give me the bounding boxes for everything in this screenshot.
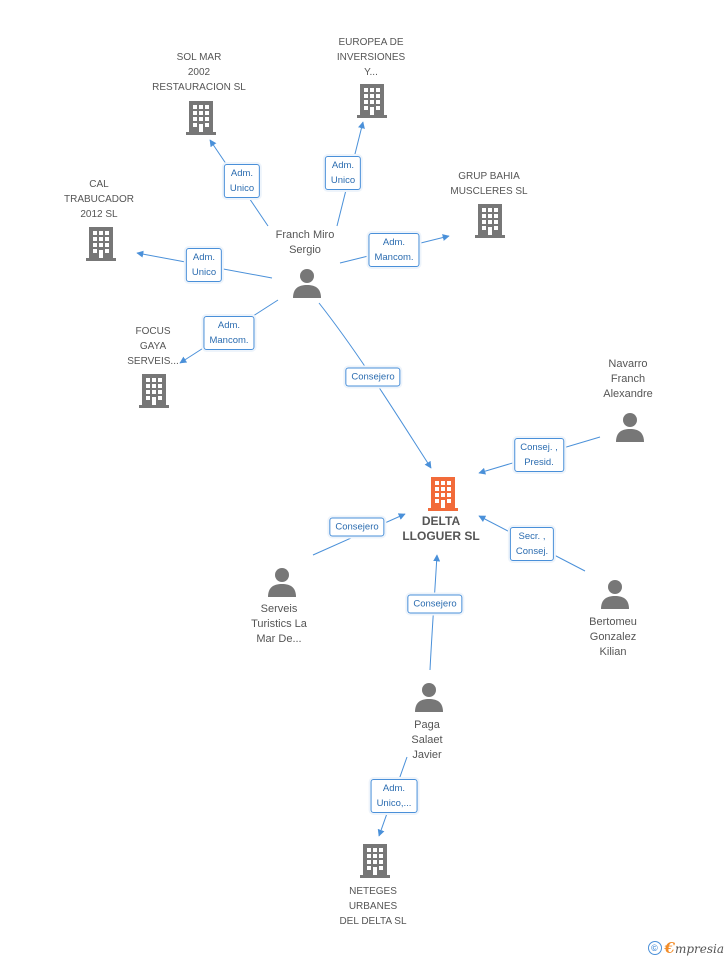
building-icon-delta[interactable] [428, 477, 458, 511]
node-label-neteges[interactable]: NETEGES URBANES DEL DELTA SL [339, 886, 407, 927]
person-icon-franch_miro[interactable] [293, 269, 321, 298]
person-icon-bertomeu[interactable] [601, 580, 629, 609]
edge-label-franch_miro-to-focus_gaya[interactable]: Adm. Mancom. [203, 316, 255, 350]
building-icon-cal_trabucador[interactable] [86, 227, 116, 261]
edge-label-franch_miro-to-grup_bahia[interactable]: Adm. Mancom. [368, 233, 420, 267]
building-icon-europea[interactable] [357, 84, 387, 118]
person-icon-paga_salaet[interactable] [415, 683, 443, 712]
edge-label-franch_miro-to-europea[interactable]: Adm. Unico [324, 156, 362, 190]
edge-label-paga_salaet-to-delta[interactable]: Consejero [407, 594, 463, 614]
edge-label-franch_miro-to-cal_trabucador[interactable]: Adm. Unico [185, 248, 223, 282]
edge-label-serveis_turistics-to-delta[interactable]: Consejero [329, 517, 385, 537]
edge-label-bertomeu-to-delta[interactable]: Secr. , Consej. [509, 527, 555, 561]
copyright-icon: © [647, 941, 662, 955]
person-icon-navarro[interactable] [616, 413, 644, 442]
node-label-franch_miro[interactable]: Franch Miro Sergio [275, 229, 335, 256]
edge-franch_miro-to-delta [318, 302, 432, 469]
building-icon-neteges[interactable] [360, 844, 390, 878]
edge-label-franch_miro-to-delta[interactable]: Consejero [345, 367, 401, 387]
edge-label-franch_miro-to-sol_mar[interactable]: Adm. Unico [223, 164, 261, 198]
node-label-delta[interactable]: DELTA LLOGUER SL [402, 514, 480, 543]
node-label-bertomeu[interactable]: Bertomeu Gonzalez Kilian [589, 616, 637, 658]
person-icon-serveis_turistics[interactable] [268, 568, 296, 597]
node-label-cal_trabucador[interactable]: CAL TRABUCADOR 2012 SL [63, 179, 135, 220]
node-label-europea[interactable]: EUROPEA DE INVERSIONES Y... [336, 37, 406, 78]
building-icon-grup_bahia[interactable] [475, 204, 505, 238]
node-label-navarro[interactable]: Navarro Franch Alexandre [603, 358, 653, 400]
brand-logo: €mpresia [664, 939, 725, 957]
edge-label-navarro-to-delta[interactable]: Consej. , Presid. [514, 438, 564, 472]
node-label-focus_gaya[interactable]: FOCUS GAYA SERVEIS... [127, 326, 179, 367]
node-label-grup_bahia[interactable]: GRUP BAHIA MUSCLERES SL [450, 171, 528, 197]
edge-label-paga_salaet-to-neteges[interactable]: Adm. Unico,... [370, 779, 418, 813]
node-label-paga_salaet[interactable]: Paga Salaet Javier [411, 719, 443, 761]
footer-brand: © €mpresia [647, 939, 725, 957]
node-label-sol_mar[interactable]: SOL MAR 2002 RESTAURACION SL [152, 52, 246, 93]
building-icon-sol_mar[interactable] [186, 101, 216, 135]
building-icon-focus_gaya[interactable] [139, 374, 169, 408]
node-label-serveis_turistics[interactable]: Serveis Turistics La Mar De... [251, 603, 307, 645]
